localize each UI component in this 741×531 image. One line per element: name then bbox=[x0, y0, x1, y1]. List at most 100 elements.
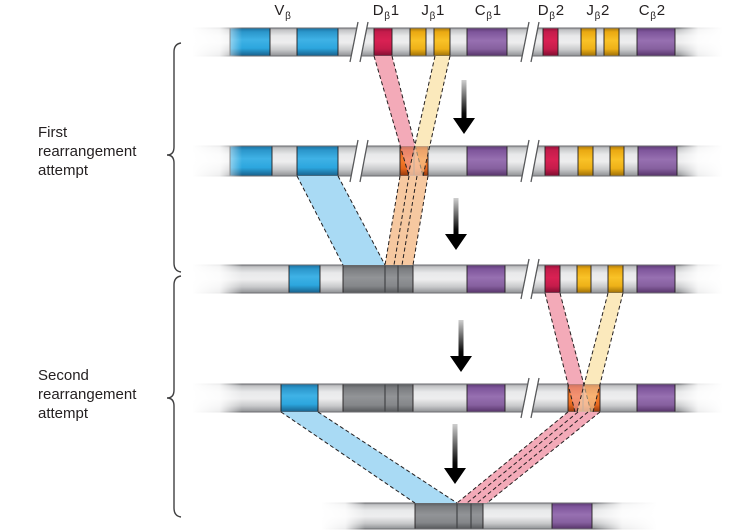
break-mark bbox=[530, 21, 540, 63]
band-dashed-edge bbox=[337, 175, 386, 266]
band-dashed-edge bbox=[476, 411, 589, 504]
gene-segment-purple bbox=[636, 27, 676, 57]
break-mark bbox=[530, 139, 540, 183]
band-dashed-edge bbox=[384, 175, 401, 266]
label-j-beta-1: Jβ1 bbox=[421, 2, 445, 22]
gene-segment-yellow bbox=[433, 27, 451, 57]
recombination-band bbox=[297, 176, 385, 265]
gene-segment-purple bbox=[466, 383, 506, 413]
down-arrow-head bbox=[450, 356, 472, 372]
gene-segment-red bbox=[373, 27, 393, 57]
gene-segment-purple bbox=[466, 264, 506, 294]
recombination-band bbox=[415, 56, 450, 146]
band-dashed-edge bbox=[466, 411, 579, 504]
brace bbox=[166, 275, 182, 518]
gene-segment-red bbox=[544, 145, 560, 177]
down-arrow-head bbox=[445, 234, 467, 250]
recombination-band bbox=[457, 412, 600, 503]
gene-segment-purple bbox=[466, 27, 508, 57]
gene-segment-blue bbox=[296, 145, 339, 177]
label-first-rearrangement-attempt: First rearrangement attempt bbox=[38, 124, 137, 179]
band-dashed-edge bbox=[280, 411, 416, 504]
gene-segment-yellow bbox=[609, 145, 625, 177]
gene-segment-yellow bbox=[603, 27, 620, 57]
break-mark bbox=[359, 21, 369, 63]
bar-fade-left bbox=[192, 26, 242, 58]
break-mark bbox=[530, 258, 540, 300]
bar-fade-left bbox=[192, 144, 242, 178]
break-gap bbox=[521, 259, 539, 299]
label-d-beta-2: Dβ2 bbox=[537, 2, 565, 22]
bar-fade-right bbox=[678, 382, 723, 414]
bar-fade-right bbox=[678, 144, 723, 178]
down-arrow-head bbox=[453, 118, 475, 134]
break-mark bbox=[520, 139, 530, 183]
band-dashed-edge bbox=[412, 175, 429, 266]
bar-fade-left bbox=[321, 501, 365, 531]
label-j-beta-2: Jβ2 bbox=[586, 2, 610, 22]
gene-segment-darkgray bbox=[414, 502, 484, 530]
gene-segment-yellow bbox=[576, 264, 592, 294]
recombination-band bbox=[385, 176, 428, 265]
down-arrow-head bbox=[444, 468, 466, 484]
gene-segment-yellow bbox=[580, 27, 597, 57]
break-gap bbox=[350, 22, 368, 62]
label-second-rearrangement-attempt: Second rearrangement attempt bbox=[38, 367, 137, 422]
break-mark bbox=[520, 377, 530, 419]
label-c-beta-2: Cβ2 bbox=[638, 2, 666, 22]
gene-segment-blue bbox=[296, 27, 339, 57]
bar-fade-left bbox=[192, 382, 242, 414]
label-d-beta-1: Dβ1 bbox=[372, 2, 400, 22]
break-gap bbox=[521, 378, 539, 418]
down-arrow-shaft bbox=[461, 80, 467, 119]
bar-fade-right bbox=[678, 26, 723, 58]
break-gap bbox=[521, 140, 539, 182]
gene-segment-darkgray bbox=[342, 383, 414, 413]
gene-segment-blue bbox=[280, 383, 319, 413]
gene-segment-yellow bbox=[577, 145, 594, 177]
gene-segment-purple bbox=[466, 145, 508, 177]
band-dashed-edge bbox=[576, 292, 609, 413]
band-dashed-edge bbox=[422, 55, 451, 177]
break-mark bbox=[349, 21, 359, 63]
gene-segment-yellow bbox=[409, 27, 427, 57]
bar-fade-right bbox=[594, 501, 657, 531]
band-dashed-edge bbox=[456, 411, 569, 504]
break-gap bbox=[521, 22, 539, 62]
recombination-band bbox=[545, 293, 584, 384]
band-dashed-edge bbox=[393, 175, 410, 266]
gene-segment-red bbox=[544, 264, 561, 294]
break-mark bbox=[359, 139, 369, 183]
band-dashed-edge bbox=[544, 292, 576, 413]
down-arrow-shaft bbox=[453, 198, 459, 235]
gene-segment-darkgray bbox=[342, 264, 414, 294]
chromosome-bar bbox=[193, 28, 722, 56]
bar-fade-left bbox=[192, 263, 242, 295]
label-c-beta-1: Cβ1 bbox=[474, 2, 502, 22]
break-mark bbox=[530, 377, 540, 419]
band-dashed-edge bbox=[486, 411, 601, 504]
band-dashed-edge bbox=[401, 175, 418, 266]
break-gap bbox=[350, 140, 368, 182]
gene-segment-red bbox=[542, 27, 559, 57]
recombination-band bbox=[584, 293, 623, 384]
recombination-band bbox=[374, 56, 415, 146]
down-arrow-shaft bbox=[458, 320, 464, 357]
gene-segment-purple bbox=[636, 264, 676, 294]
band-dashed-edge bbox=[407, 55, 436, 177]
chromosome-bar bbox=[193, 265, 722, 293]
gene-segment-purple bbox=[637, 145, 678, 177]
recombination-band bbox=[281, 412, 457, 503]
break-mark bbox=[349, 139, 359, 183]
bar-fade-right bbox=[678, 263, 723, 295]
gene-segment-purple bbox=[551, 502, 593, 530]
down-arrow-shaft bbox=[452, 424, 458, 469]
gene-segment-blue bbox=[288, 264, 321, 294]
band-dashed-edge bbox=[391, 55, 424, 177]
label-v-beta: Vβ bbox=[274, 2, 292, 22]
break-mark bbox=[520, 21, 530, 63]
brace bbox=[166, 42, 182, 273]
band-dashed-edge bbox=[373, 55, 410, 177]
